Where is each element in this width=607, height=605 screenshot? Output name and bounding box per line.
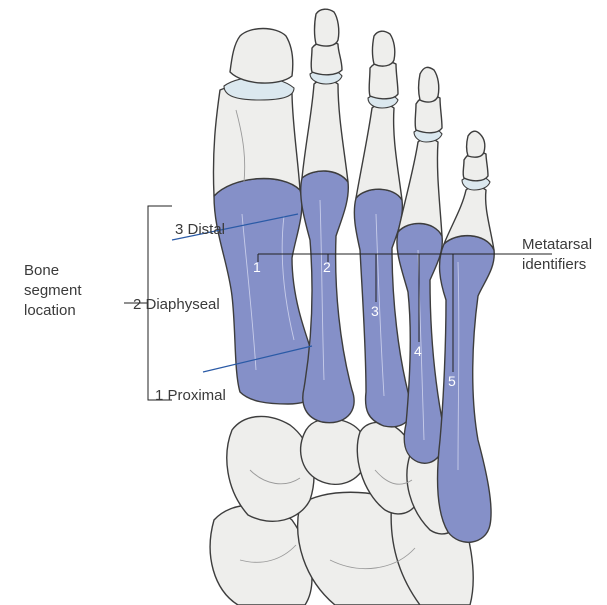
metatarsal-identifiers-label-line1: Metatarsal <box>522 236 592 253</box>
bone-segment-label-line2: segment <box>24 282 82 299</box>
bone-segment-label-line3: location <box>24 302 76 319</box>
toe-3-bones <box>356 31 402 200</box>
diaphyseal-label: 2 Diaphyseal <box>133 296 220 313</box>
bone-segment-label-line1: Bone <box>24 262 59 279</box>
metatarsal-number-5: 5 <box>448 373 456 389</box>
metatarsal-number-3: 3 <box>371 303 379 319</box>
toe-5-bones <box>444 131 494 250</box>
metatarsal-identifiers-label-line2: identifiers <box>522 256 586 273</box>
metatarsal-number-2: 2 <box>323 259 331 275</box>
hallux-bones <box>213 29 300 197</box>
metatarsal-2 <box>301 171 354 423</box>
distal-label: 3 Distal <box>175 221 225 238</box>
metatarsal-number-4: 4 <box>414 343 422 359</box>
toe-2-bones <box>302 9 348 182</box>
proximal-label: 1 Proximal <box>155 387 226 404</box>
metatarsal-5 <box>438 236 495 543</box>
toe-4-bones <box>398 67 442 236</box>
metatarsal-number-1: 1 <box>253 259 261 275</box>
